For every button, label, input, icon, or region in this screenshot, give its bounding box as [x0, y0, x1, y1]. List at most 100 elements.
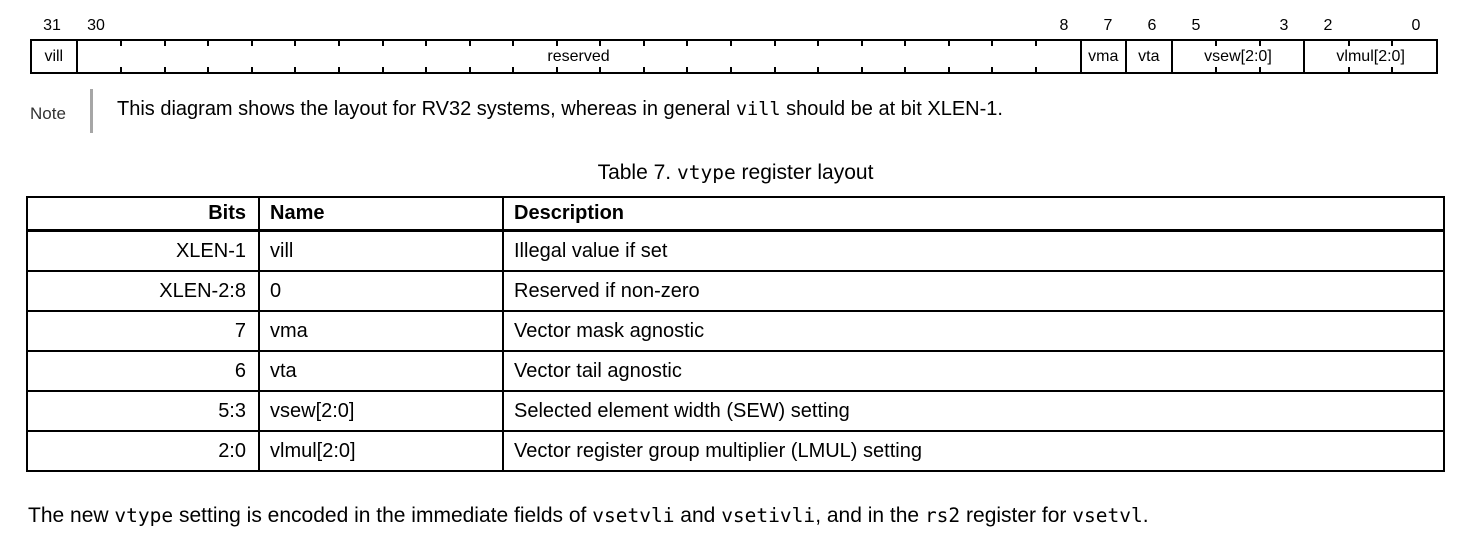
- bitfield-label: reserved: [547, 47, 610, 65]
- bit-tick: [1391, 41, 1394, 46]
- cell-name: vlmul[2:0]: [258, 430, 504, 472]
- text-run: .: [1142, 504, 1149, 527]
- bit-index-label: 7: [1103, 17, 1113, 34]
- bit-tick: [1215, 67, 1218, 72]
- table-caption: Table 7. vtype register layout: [26, 161, 1445, 185]
- bit-index-label: 6: [1147, 17, 1157, 34]
- bitfield-vma: vma: [1079, 41, 1126, 72]
- cell-name: vill: [258, 229, 504, 272]
- bit-tick: [555, 67, 558, 72]
- bit-tick: [555, 41, 558, 46]
- bit-tick: [1347, 67, 1350, 72]
- bit-tick: [1258, 67, 1261, 72]
- body-paragraph: The new vtype setting is encoded in the …: [28, 504, 1149, 528]
- bit-tick: [250, 67, 253, 72]
- note-label: Note: [30, 104, 66, 123]
- bit-tick: [163, 67, 166, 72]
- cell-bits: 7: [26, 310, 260, 352]
- header-bits: Bits: [26, 196, 260, 232]
- bit-tick: [1034, 67, 1037, 72]
- bit-tick: [686, 41, 689, 46]
- cell-name: vta: [258, 350, 504, 392]
- cell-name: vsew[2:0]: [258, 390, 504, 432]
- cell-bits: 6: [26, 350, 260, 392]
- bit-tick: [468, 41, 471, 46]
- bit-tick: [642, 67, 645, 72]
- bitfield-reserved: reserved: [75, 41, 1080, 72]
- bit-tick: [730, 41, 732, 46]
- bit-tick: [773, 41, 776, 46]
- bit-tick: [817, 67, 820, 72]
- bit-tick: [337, 67, 340, 72]
- bit-index-label: 3: [1279, 17, 1289, 34]
- cell-description: Vector mask agnostic: [502, 310, 1445, 352]
- bit-tick: [904, 41, 907, 46]
- bitfield-label: vma: [1088, 47, 1119, 65]
- cell-bits: XLEN-1: [26, 229, 260, 272]
- bit-tick: [1215, 41, 1218, 46]
- code-run: vsetvli: [592, 504, 675, 527]
- cell-bits: XLEN-2:8: [26, 270, 260, 312]
- bit-tick: [860, 67, 863, 72]
- text-run: setting is encoded in the immediate fiel…: [173, 504, 593, 527]
- bit-tick: [294, 41, 297, 46]
- text-run: register for: [960, 504, 1073, 527]
- bit-tick: [904, 67, 907, 72]
- bit-tick: [947, 41, 950, 46]
- text-run: should be at bit XLEN-1.: [780, 98, 1003, 120]
- cell-name: 0: [258, 270, 504, 312]
- text-run: Table 7.: [597, 161, 677, 184]
- bit-tick: [642, 41, 645, 46]
- bit-tick: [163, 41, 166, 46]
- bit-tick: [294, 67, 297, 72]
- cell-bits: 5:3: [26, 390, 260, 432]
- note-text: This diagram shows the layout for RV32 s…: [117, 98, 1003, 121]
- note-divider: [90, 89, 93, 133]
- bitfield-label: vlmul[2:0]: [1336, 47, 1405, 65]
- code-run: vill: [735, 99, 781, 120]
- bit-tick: [207, 41, 210, 46]
- bit-tick: [250, 41, 253, 46]
- table-header-row: Bits Name Description: [26, 196, 1445, 232]
- text-run: register layout: [735, 161, 874, 184]
- bit-tick: [337, 41, 340, 46]
- bit-index-label: 0: [1411, 17, 1421, 34]
- cell-bits: 2:0: [26, 430, 260, 472]
- cell-description: Selected element width (SEW) setting: [502, 390, 1445, 432]
- bit-tick: [1347, 41, 1350, 46]
- bitfield-vta: vta: [1125, 41, 1171, 72]
- bit-tick: [947, 67, 950, 72]
- bit-tick: [599, 67, 602, 72]
- bit-tick: [991, 41, 994, 46]
- bit-tick: [120, 67, 123, 72]
- bit-tick: [120, 41, 123, 46]
- header-description: Description: [502, 196, 1445, 232]
- cell-name: vma: [258, 310, 504, 352]
- bit-tick: [512, 41, 515, 46]
- bit-tick: [468, 67, 471, 72]
- code-run: vsetvl: [1072, 504, 1143, 527]
- register-box: vill reserved vma vta vsew[2:0] vlmul[2:0]: [30, 39, 1438, 74]
- bitfield-label: vta: [1138, 47, 1160, 65]
- cell-description: Vector tail agnostic: [502, 350, 1445, 392]
- bit-index-label: 31: [43, 17, 61, 34]
- bit-tick: [991, 67, 994, 72]
- code-run: rs2: [924, 504, 961, 527]
- code-run: vsetivli: [721, 504, 816, 527]
- bit-tick: [425, 41, 428, 46]
- text-run: This diagram shows the layout for RV32 s…: [117, 98, 736, 120]
- bitfield-label: vill: [44, 47, 64, 65]
- bit-tick: [1258, 41, 1261, 46]
- bit-tick: [817, 41, 820, 46]
- cell-description: Reserved if non-zero: [502, 270, 1445, 312]
- bit-index-label: 30: [87, 17, 105, 34]
- bitfield-vill: vill: [32, 41, 76, 72]
- bitfield-vsew: vsew[2:0]: [1170, 41, 1304, 72]
- bit-tick: [381, 41, 384, 46]
